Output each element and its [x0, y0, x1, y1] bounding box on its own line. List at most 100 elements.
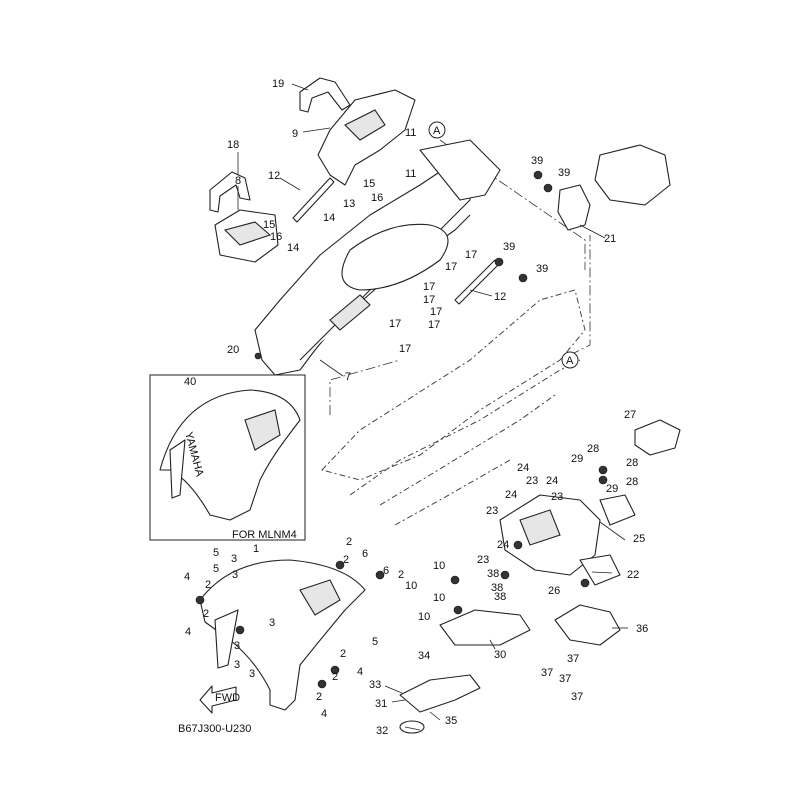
inset-panel	[149, 374, 306, 541]
callout-22: 22	[627, 569, 639, 581]
callout-17-g: 17	[389, 318, 401, 330]
callout-10-b: 10	[405, 580, 417, 592]
callout-34: 34	[418, 650, 430, 662]
callout-2-g: 2	[332, 671, 338, 683]
callout-30: 30	[494, 649, 506, 661]
callout-24-a: 24	[517, 462, 529, 474]
callout-31: 31	[375, 698, 387, 710]
callout-36: 36	[636, 623, 648, 635]
callout-32: 32	[376, 725, 388, 737]
callout-39-a: 39	[531, 155, 543, 167]
callout-11: 11	[405, 168, 416, 180]
callout-26: 26	[548, 585, 560, 597]
tail-light-21	[557, 144, 671, 231]
callout-39-b: 39	[558, 167, 570, 179]
callout-17-c: 17	[423, 281, 435, 293]
callout-33: 33	[369, 679, 381, 691]
callout-10-a: 10	[433, 560, 445, 572]
callout-40: 40	[184, 376, 196, 388]
callout-37-c: 37	[559, 673, 571, 685]
callout-17-f: 17	[428, 319, 440, 331]
callout-29-a: 29	[571, 453, 583, 465]
callout-6-b: 6	[383, 565, 389, 577]
front-fender-1	[199, 559, 366, 711]
callout-28-b: 28	[626, 457, 638, 469]
callout-23-c: 23	[486, 505, 498, 517]
callout-2-f: 2	[340, 648, 346, 660]
callout-1: 1	[253, 543, 259, 555]
callout-12: 12	[494, 291, 506, 303]
inset-label: FOR MLNM4	[232, 529, 297, 541]
callout-19: 19	[272, 78, 284, 90]
callout-6-a: 6	[362, 548, 368, 560]
svg-text:A: A	[433, 125, 441, 137]
callout-4-b: 4	[185, 626, 191, 638]
callout-2-e: 2	[203, 608, 209, 620]
fwd-arrow: FWD	[199, 685, 240, 714]
callouts: 19 9 18 8 12 13 15 14 16 14 15 16 11 11 …	[184, 78, 648, 737]
callout-27: 27	[624, 409, 636, 421]
callout-14-left: 14	[287, 242, 299, 254]
callout-8: 8	[235, 175, 241, 187]
callout-37-a: 37	[567, 653, 579, 665]
callout-17-e: 17	[430, 306, 442, 318]
callout-2-d: 2	[205, 579, 211, 591]
callout-15-left: 15	[263, 219, 275, 231]
callout-9: 9	[292, 128, 298, 140]
callout-35: 35	[445, 715, 457, 727]
callout-5-c: 5	[372, 636, 378, 648]
callout-39-d: 39	[536, 263, 548, 275]
callout-38-c: 38	[494, 591, 506, 603]
battery-holder-8	[214, 209, 279, 263]
callout-25: 25	[633, 533, 645, 545]
rear-fender-assembly	[254, 139, 501, 376]
callout-39-c: 39	[503, 241, 515, 253]
strap-18	[209, 171, 251, 213]
callout-14-top: 14	[323, 212, 335, 224]
callout-20: 20	[227, 344, 239, 356]
diagram-code: B67J300-U230	[178, 723, 251, 735]
callout-10-c: 10	[433, 592, 445, 604]
callout-5-b: 5	[213, 563, 219, 575]
callout-28-c: 28	[626, 476, 638, 488]
callout-17-a: 17	[465, 249, 477, 261]
callout-3-c: 3	[269, 617, 275, 629]
callout-37-b: 37	[541, 667, 553, 679]
fasteners	[195, 170, 608, 689]
callout-12-top: 12	[268, 170, 280, 182]
callout-24-d: 24	[497, 539, 509, 551]
callout-23-d: 23	[477, 554, 489, 566]
callout-4-a: 4	[184, 571, 190, 583]
callout-17-d: 17	[423, 294, 435, 306]
callout-4-c: 4	[357, 666, 363, 678]
callout-38-b: 38	[491, 582, 503, 594]
callout-2-h: 2	[316, 691, 322, 703]
bracket-30	[439, 609, 531, 646]
callout-2-b: 2	[343, 554, 349, 566]
lock-assembly-31	[399, 674, 481, 734]
callout-23-b: 23	[551, 491, 563, 503]
callout-17-h: 17	[399, 343, 411, 355]
callout-3-b: 3	[232, 569, 238, 581]
license-light-27	[634, 419, 681, 456]
callout-28-a: 28	[587, 443, 599, 455]
leader-lines	[237, 83, 628, 731]
callout-3-f: 3	[249, 668, 255, 680]
bracket-36	[554, 604, 621, 646]
callout-24-b: 24	[546, 475, 558, 487]
callout-4-d: 4	[321, 708, 327, 720]
rear-fender-22	[499, 494, 636, 586]
callout-16: 16	[371, 192, 383, 204]
reference-mark-top: A	[428, 121, 446, 139]
fwd-label: FWD	[215, 692, 240, 704]
callout-21: 21	[604, 233, 616, 245]
callout-3-e: 3	[234, 659, 240, 671]
callout-15: 15	[363, 178, 375, 190]
callout-29-b: 29	[606, 483, 618, 495]
callout-38-a: 38	[487, 568, 499, 580]
callout-10-d: 10	[418, 611, 430, 623]
svg-text:A: A	[566, 355, 574, 367]
reference-mark-bottom: A	[561, 351, 579, 369]
callout-3-d: 3	[234, 640, 240, 652]
callout-24-c: 24	[505, 489, 517, 501]
